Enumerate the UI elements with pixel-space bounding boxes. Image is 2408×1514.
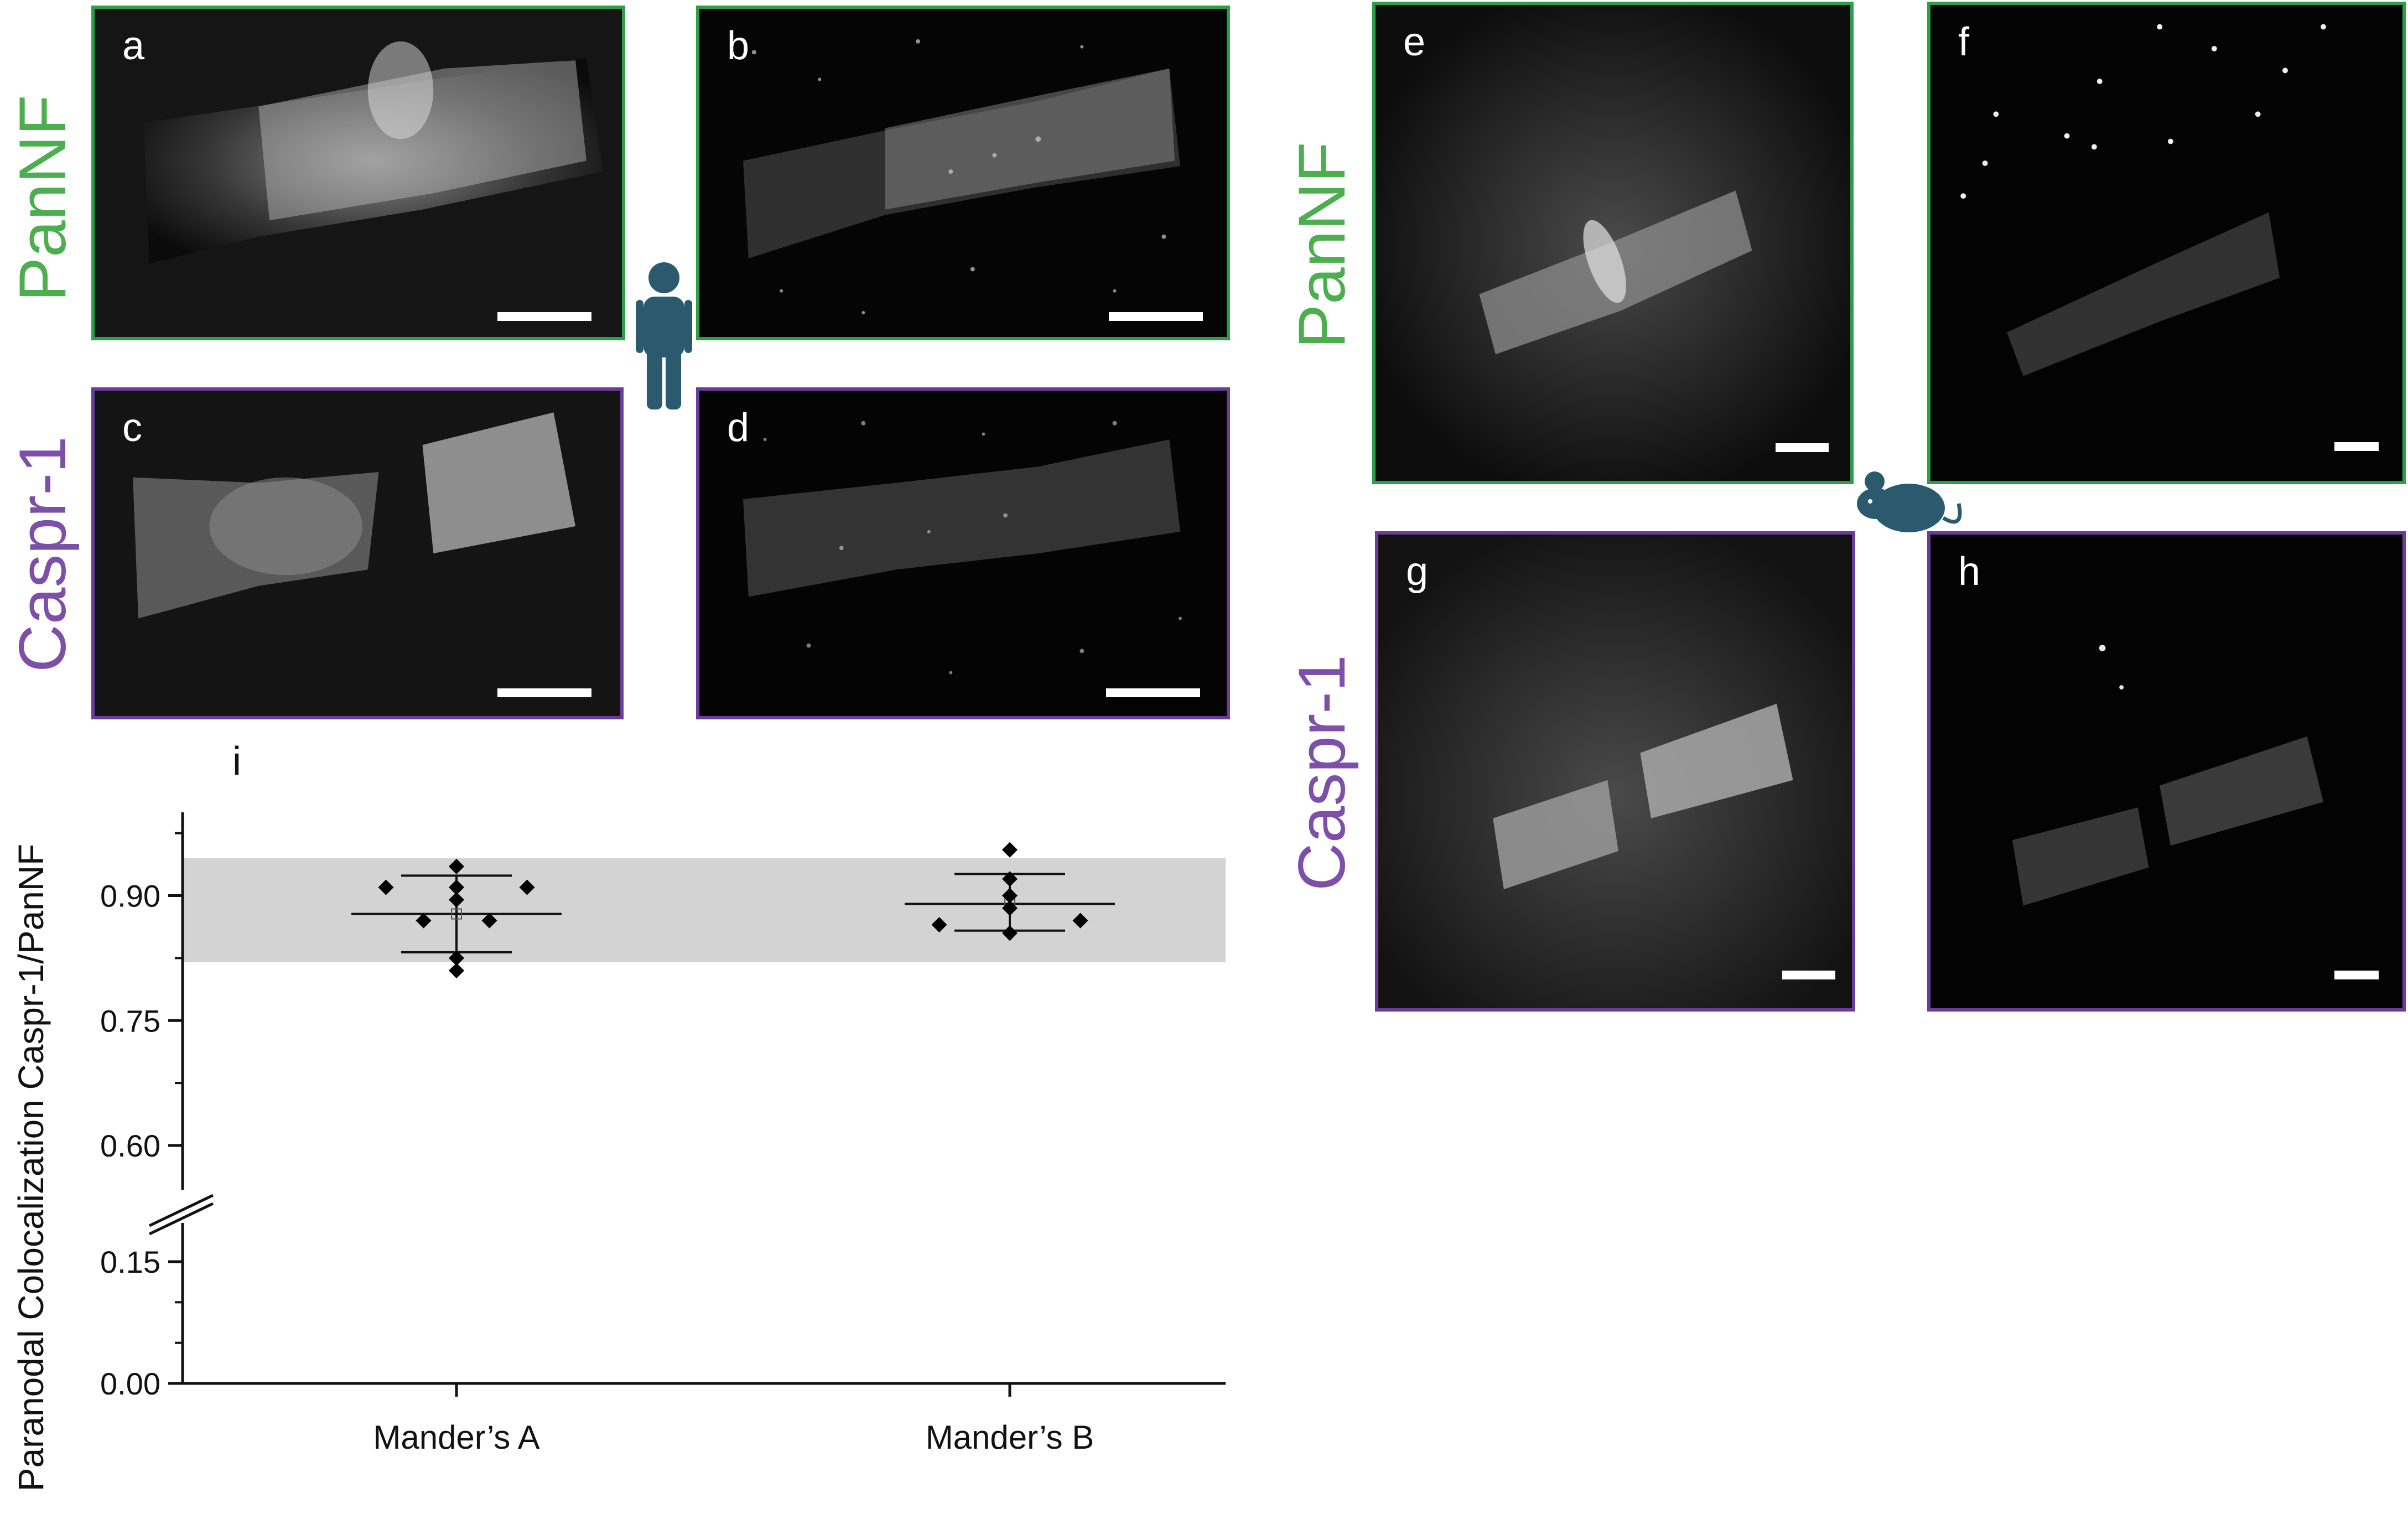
data-point xyxy=(449,858,464,874)
y-tick-label: 0.75 xyxy=(100,1003,160,1038)
chart-i-colocalization: i Paranodal Colocalization Caspr-1/PanNF… xyxy=(11,739,1226,1491)
data-point xyxy=(481,912,497,929)
panel-label-c: c xyxy=(122,406,142,450)
data-point xyxy=(931,917,947,933)
x-tick-label: Mander’s A xyxy=(373,1419,539,1456)
mouse-icon xyxy=(1857,471,1962,532)
row-label-human-caspr: Caspr-1 xyxy=(6,436,80,672)
y-tick-label: 0.15 xyxy=(100,1245,160,1279)
panel-e-pannf-widefield: e xyxy=(1372,2,1854,484)
data-point xyxy=(1072,912,1088,929)
scale-bar-g xyxy=(1782,971,1835,979)
axis-break-mark xyxy=(148,1202,214,1236)
micrograph-d xyxy=(699,391,1227,716)
y-tick-label: 0.00 xyxy=(100,1366,160,1401)
data-point xyxy=(519,879,535,895)
panel-b-pannf-superres: b xyxy=(696,6,1230,340)
scale-bar-d xyxy=(1106,688,1200,697)
panel-label-d: d xyxy=(727,406,750,450)
data-point xyxy=(1002,871,1018,887)
reference-band xyxy=(183,858,1226,962)
panel-f-pannf-superres: f xyxy=(1927,2,2406,484)
row-label-human-pannf: PanNF xyxy=(6,95,80,302)
panel-label-f: f xyxy=(1958,20,1970,64)
data-point xyxy=(1002,900,1018,916)
micrograph-f xyxy=(1930,5,2402,481)
data-point xyxy=(1002,925,1018,941)
micrograph-c xyxy=(95,391,620,716)
data-point xyxy=(1002,888,1018,904)
row-label-mouse-caspr: Caspr-1 xyxy=(1285,655,1359,891)
data-point xyxy=(416,912,432,929)
micrograph-h xyxy=(1930,535,2402,1008)
panel-label-a: a xyxy=(122,24,145,68)
micrograph-b xyxy=(699,9,1227,337)
axis-break-mark xyxy=(148,1194,214,1227)
scale-bar-b xyxy=(1109,312,1203,321)
y-tick-label: 0.60 xyxy=(100,1128,160,1163)
panel-label-i: i xyxy=(232,739,241,784)
scale-bar-c xyxy=(497,688,591,697)
data-point xyxy=(449,892,464,908)
panel-label-h: h xyxy=(1958,549,1981,594)
data-point xyxy=(378,879,394,895)
scale-bar-h xyxy=(2334,971,2379,979)
data-point xyxy=(449,879,464,895)
person-icon xyxy=(636,262,692,409)
y-tick-label: 0.90 xyxy=(100,879,160,914)
x-tick-label: Mander’s B xyxy=(926,1419,1094,1456)
scale-bar-e xyxy=(1776,443,1829,452)
data-point xyxy=(1002,842,1018,858)
panel-h-caspr-superres: h xyxy=(1927,531,2406,1012)
micrograph-e xyxy=(1376,5,1850,481)
panel-d-caspr-superres: d xyxy=(696,387,1230,719)
panel-a-pannf-widefield: a xyxy=(91,6,625,340)
mean-marker xyxy=(451,908,462,920)
scale-bar-a xyxy=(497,312,591,321)
scale-bar-f xyxy=(2334,442,2379,451)
panel-label-g: g xyxy=(1406,549,1429,594)
micrograph-a xyxy=(95,9,622,337)
row-label-mouse-pannf: PanNF xyxy=(1285,142,1359,349)
panel-label-e: e xyxy=(1403,20,1426,64)
micrograph-g xyxy=(1378,535,1852,1008)
panel-c-caspr-widefield: c xyxy=(91,387,624,719)
panel-label-b: b xyxy=(727,24,750,68)
data-point xyxy=(449,962,464,978)
data-point xyxy=(449,950,464,966)
y-axis-label: Paranodal Colocalization Caspr-1/PanNF xyxy=(11,844,51,1491)
panel-g-caspr-widefield: g xyxy=(1375,531,1855,1012)
